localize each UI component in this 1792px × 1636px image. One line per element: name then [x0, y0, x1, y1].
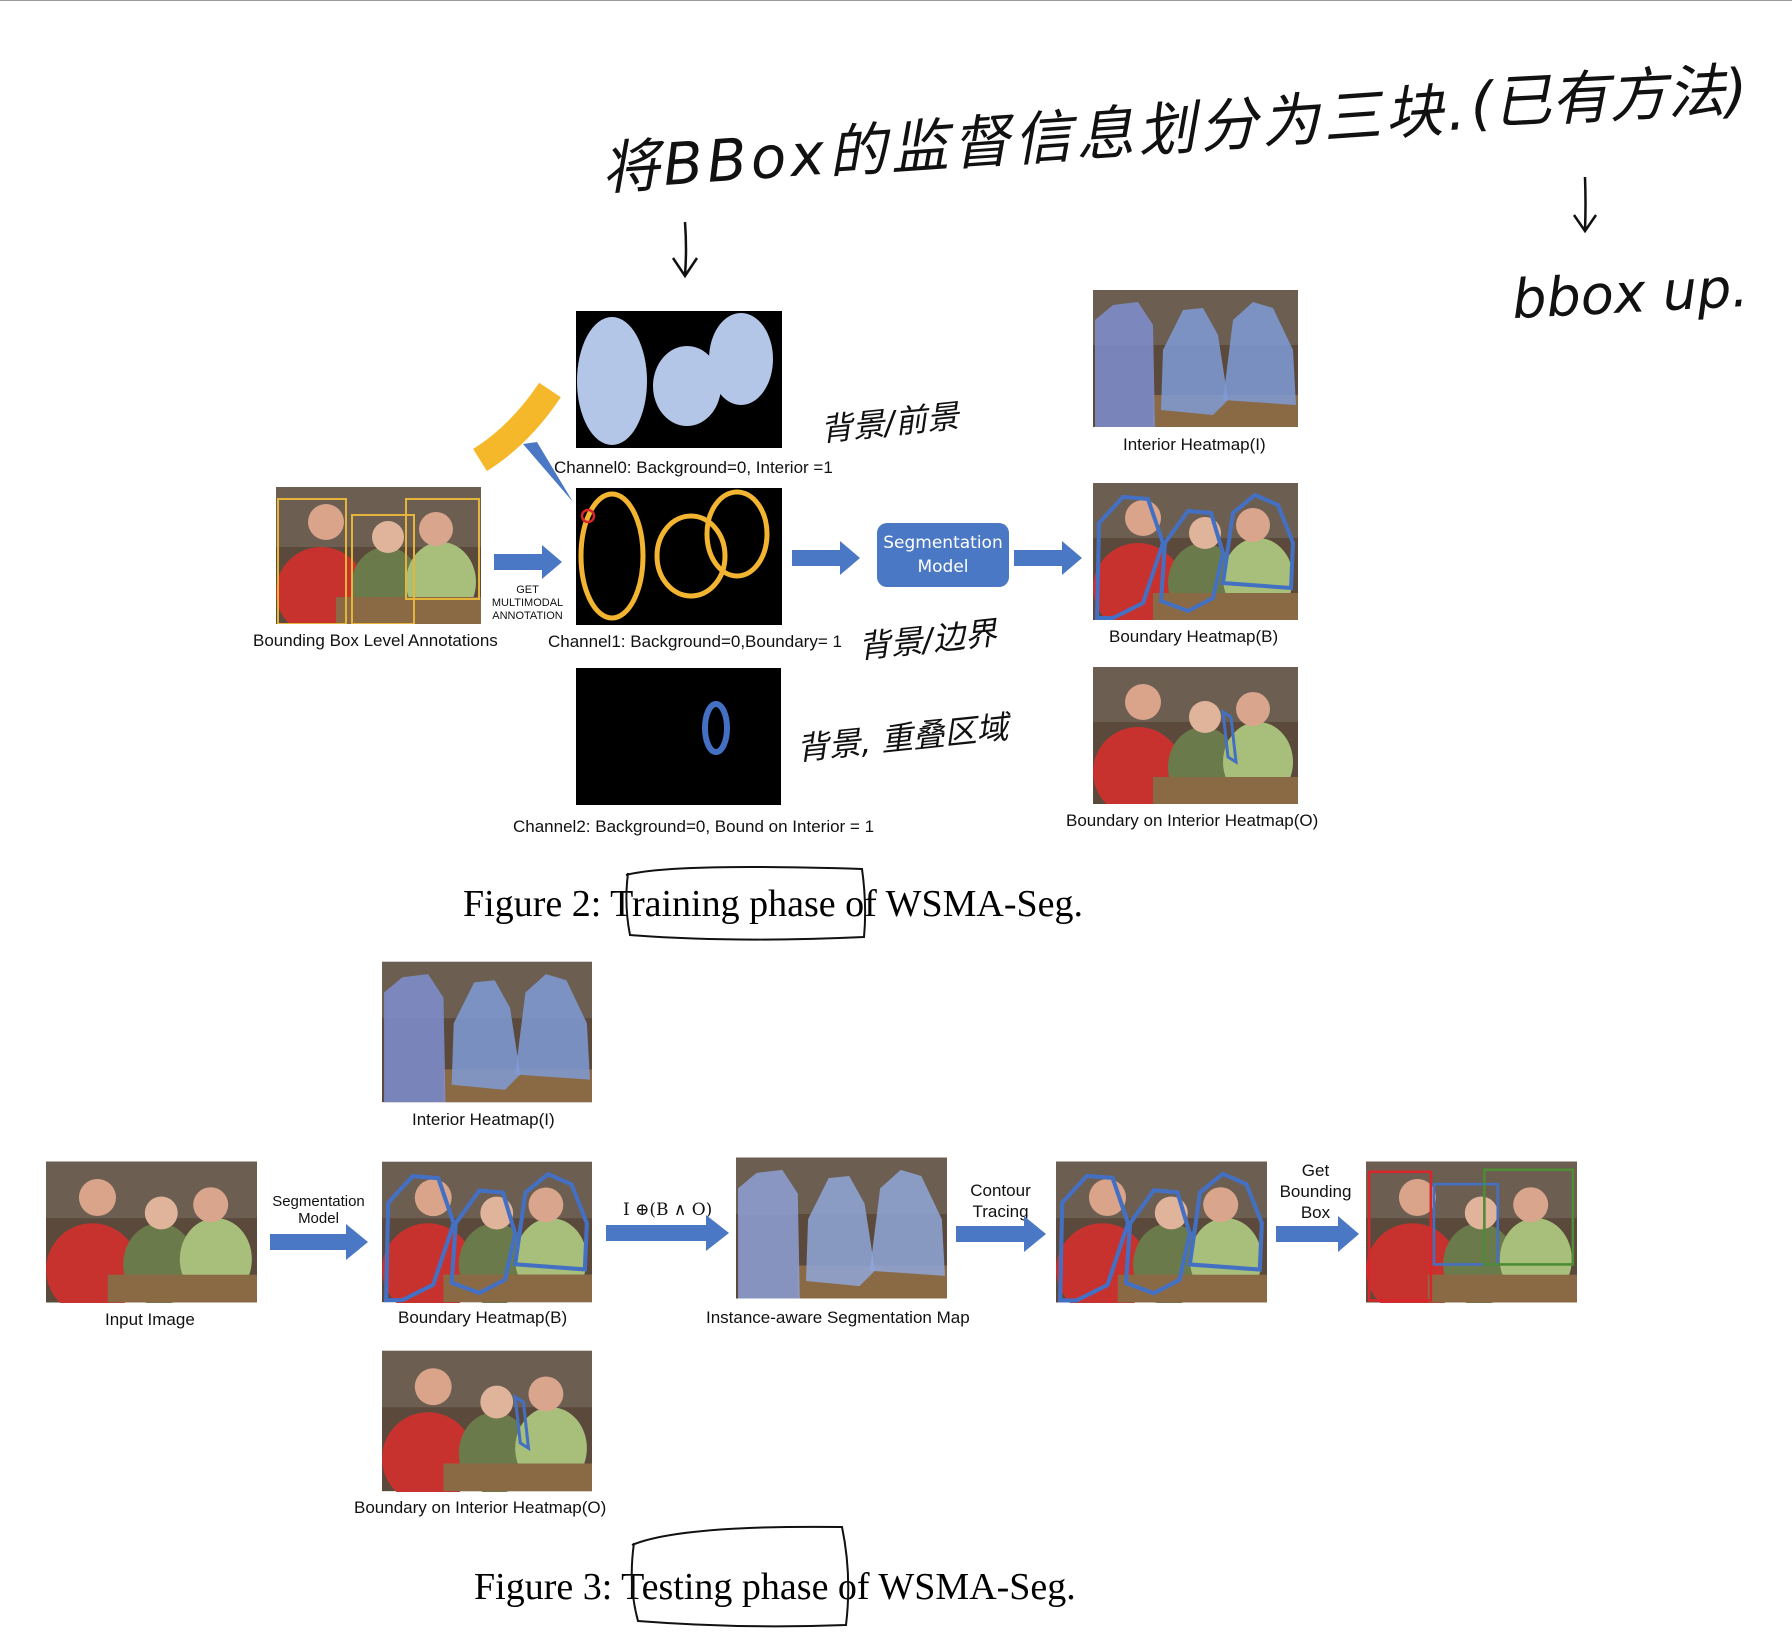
fig3-boundary-heatmap [382, 1161, 592, 1303]
handwritten-circle-mark [625, 866, 867, 941]
handwritten-circle-mark [630, 1525, 850, 1628]
fig3-boi-heatmap [382, 1350, 592, 1492]
fig2-arrow-annotation [494, 545, 562, 579]
fig3-instance-map [736, 1157, 947, 1299]
fig3-interior-heatmap [382, 961, 592, 1103]
highlighter-mark [472, 382, 561, 472]
fig3-interior-label: Interior Heatmap(I) [412, 1110, 555, 1129]
fig3-arrow-seg-model [270, 1224, 368, 1260]
fig2-out-boi-label: Boundary on Interior Heatmap(O) [1066, 811, 1319, 830]
fig2-channel2-panel [576, 668, 781, 805]
fig2-channel0-label: Channel0: Background=0, Interior =1 [554, 458, 833, 477]
fig3-formula-label: I ⊕(B ∧ O) [623, 1200, 713, 1220]
fig3-boundary-label: Boundary Heatmap(B) [398, 1308, 568, 1327]
fig2-input-label: Bounding Box Level Annotations [253, 631, 498, 650]
fig3-arrow-bbox [1276, 1216, 1359, 1252]
handwritten-note-channel1: 背景/边界 [856, 613, 999, 667]
fig2-boundary-heatmap [1093, 483, 1298, 620]
fig3-seg-model-label: Segmentation Model [272, 1193, 365, 1227]
fig2-segmentation-model-box: Segmentation Model [877, 523, 1009, 587]
fig3-get-bbox-label: Get Bounding Box [1279, 1161, 1352, 1222]
fig3-instance-label: Instance-aware Segmentation Map [706, 1308, 970, 1327]
fig3-arrow-contour [956, 1216, 1046, 1252]
handwritten-note-top-right: (已有方法) [1468, 55, 1750, 139]
pointer-callout [523, 442, 573, 502]
fig3-contour-label: Contour Tracing [970, 1181, 1031, 1221]
fig2-channel2-label: Channel2: Background=0, Bound on Interio… [513, 817, 875, 836]
top-rule [0, 0, 1792, 1]
fig2-out-boundary-label: Boundary Heatmap(B) [1109, 627, 1279, 646]
fig2-caption: Figure 2: Training phase of WSMA-Seg. [463, 883, 1083, 925]
fig2-model-label: Segmentation Model [883, 533, 1003, 577]
fig2-arrow-to-model [792, 541, 860, 575]
fig3-contour-image [1056, 1161, 1267, 1303]
fig2-interior-heatmap [1093, 290, 1298, 427]
fig3-input-label: Input Image [105, 1310, 195, 1329]
fig2-arrow-from-model [1014, 541, 1082, 575]
fig3-arrow-formula [606, 1215, 729, 1251]
fig2-channel1-label: Channel1: Background=0,Boundary= 1 [548, 632, 842, 651]
handwritten-down-arrow-icon [671, 221, 699, 279]
fig3-caption: Figure 3: Testing phase of WSMA-Seg. [474, 1566, 1076, 1608]
handwritten-down-arrow-icon [1572, 176, 1598, 234]
handwritten-note-channel2: 背景, 重叠区域 [794, 707, 1010, 768]
fig3-bbox-image [1366, 1161, 1577, 1303]
handwritten-note-channel0: 背景/前景 [818, 396, 961, 450]
fig2-channel0-panel [576, 311, 782, 448]
fig2-input-image [276, 487, 481, 624]
fig2-channel1-panel [576, 488, 782, 625]
fig2-get-annotation-label: GET MULTIMODAL ANNOTATION [491, 584, 564, 622]
handwritten-note-right: bbox up. [1510, 255, 1750, 332]
fig2-out-interior-label: Interior Heatmap(I) [1123, 435, 1266, 454]
fig2-boi-heatmap [1093, 667, 1298, 804]
handwritten-note-top: 将BBox的监督信息划分为三块. [599, 74, 1472, 204]
fig3-input-image [46, 1161, 257, 1303]
fig3-boi-label: Boundary on Interior Heatmap(O) [354, 1498, 607, 1517]
